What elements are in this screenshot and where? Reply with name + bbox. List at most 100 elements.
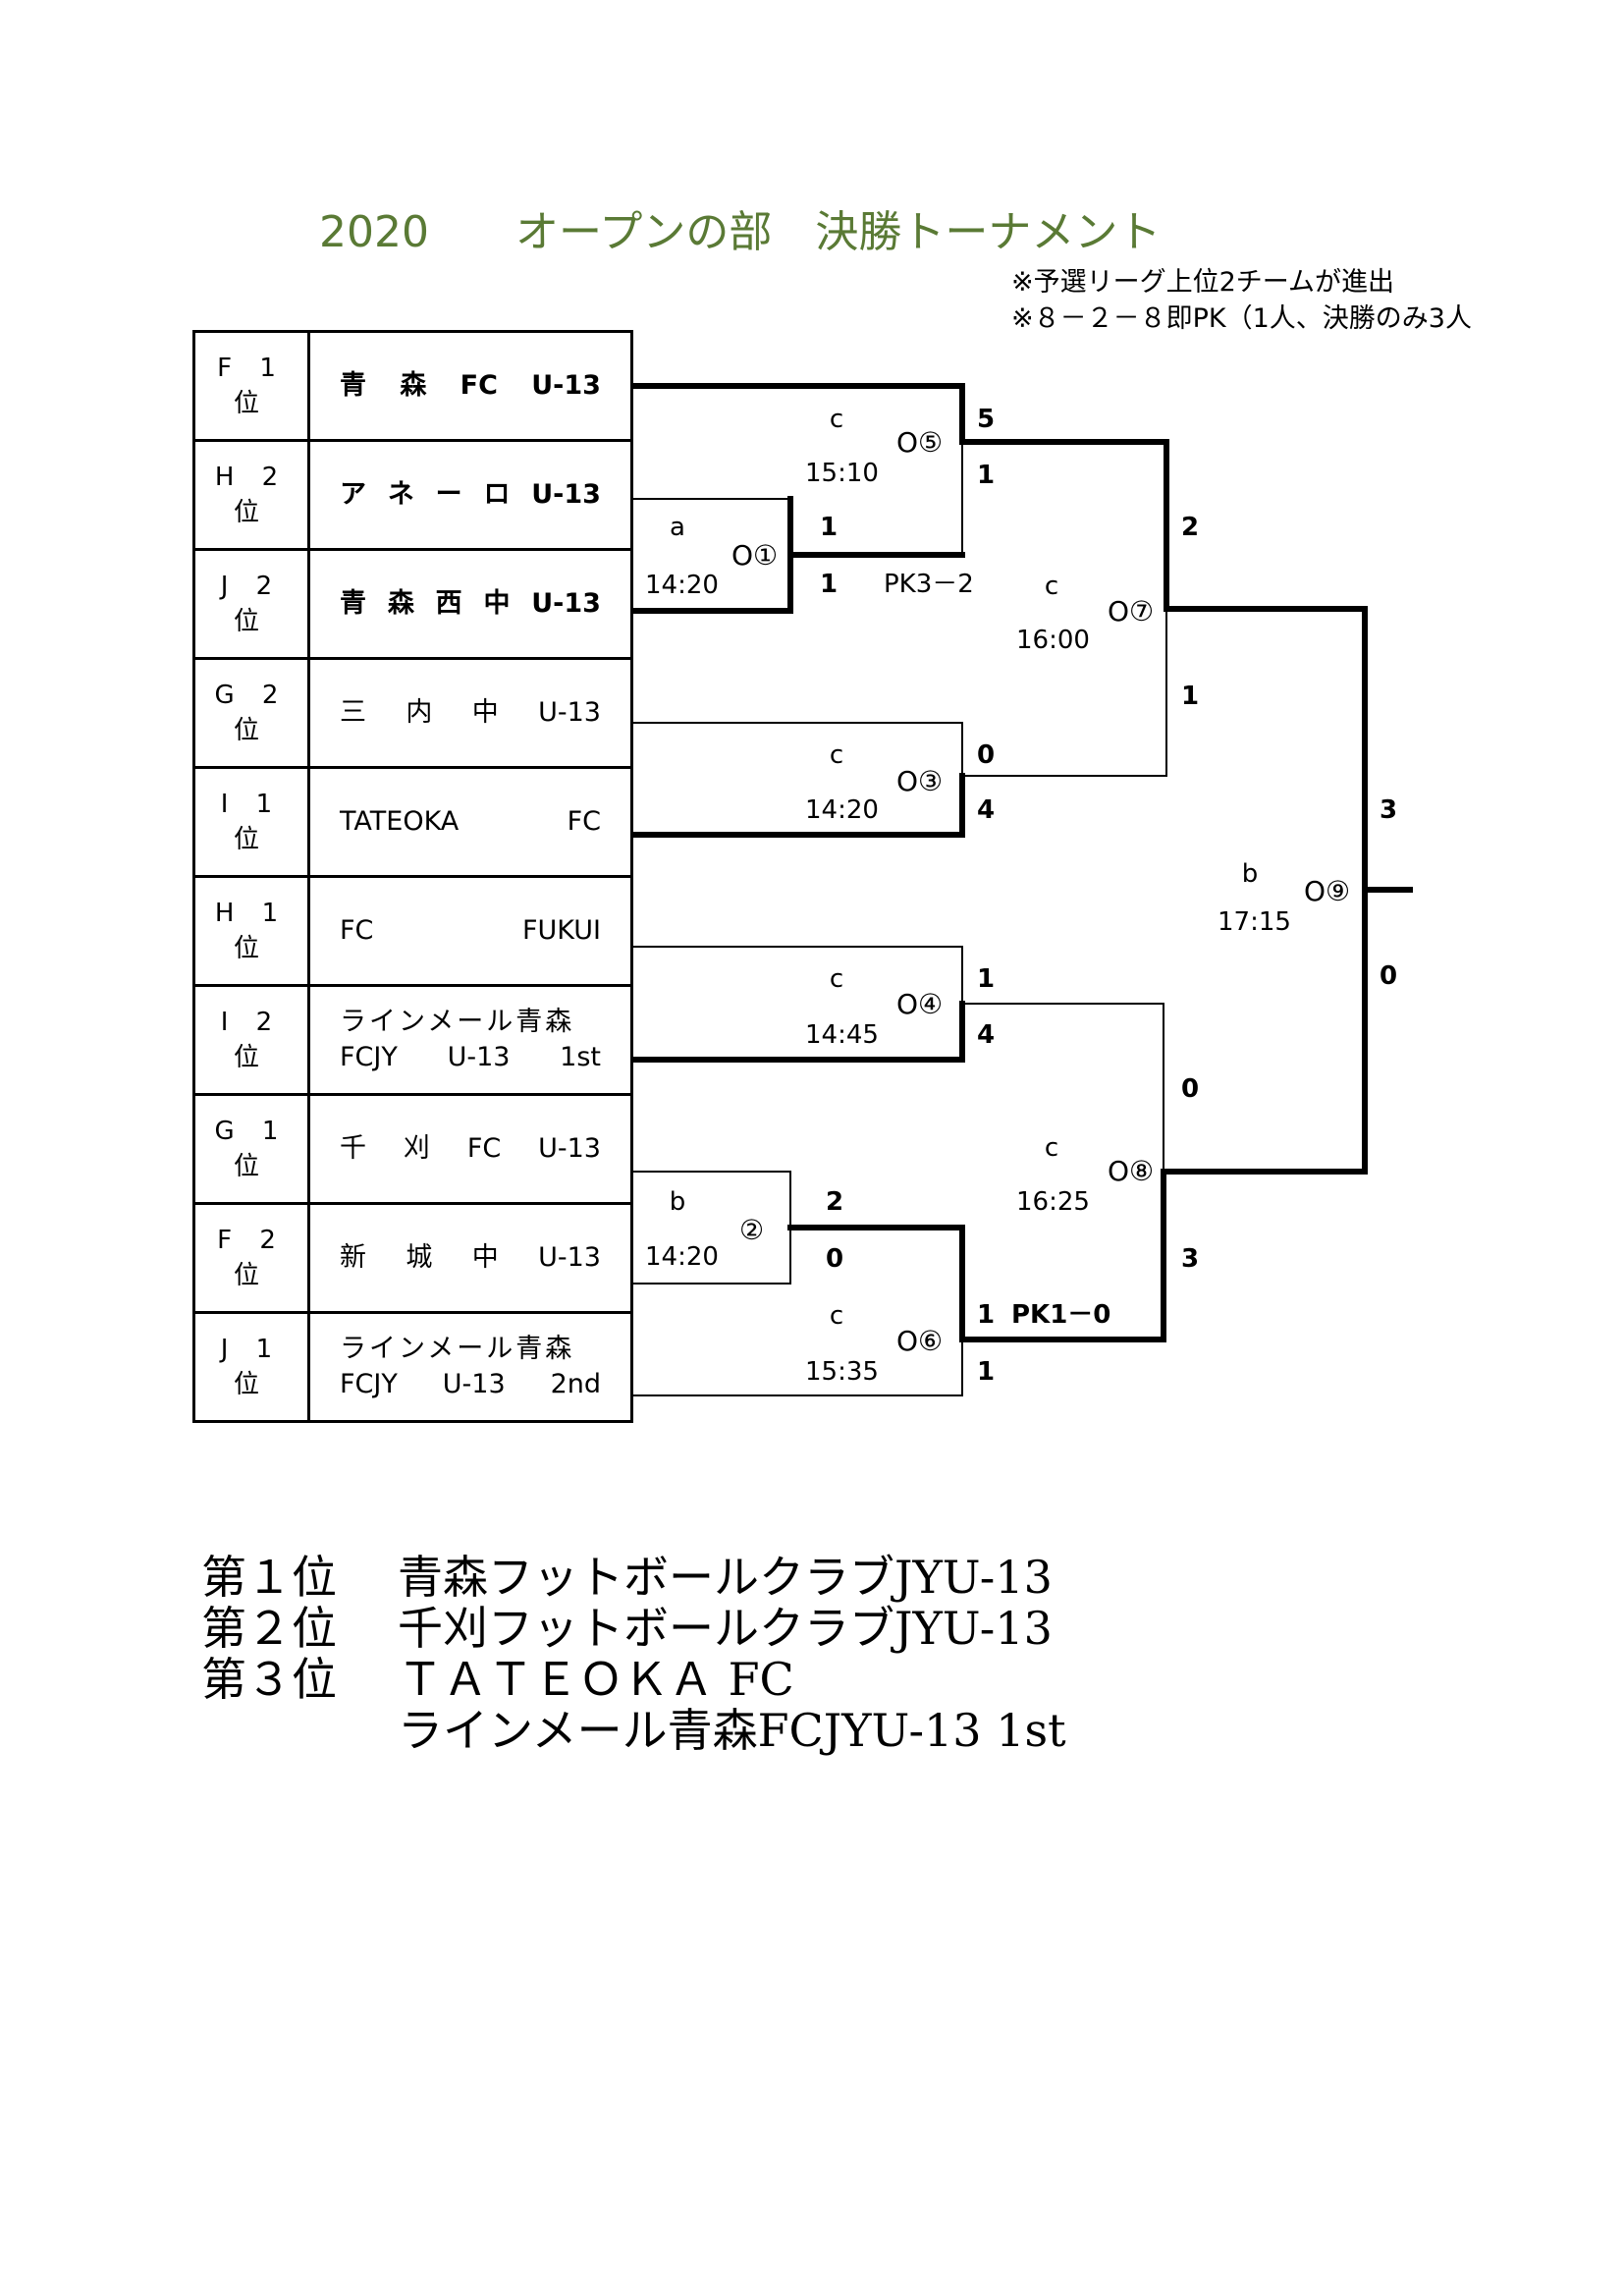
- match-pk-note: PK1－0: [1011, 1300, 1110, 1330]
- match-time: 17:15: [1218, 907, 1291, 937]
- team-name-token: FCJY: [340, 1042, 398, 1072]
- seed-team: 青 森 FC U-13: [307, 330, 633, 442]
- team-name-token: ー: [435, 479, 462, 510]
- team-name-token: 城: [406, 1242, 433, 1273]
- team-name-token: FC: [466, 1133, 502, 1164]
- page-title: 2020 オープンの部 決勝トーナメント: [319, 207, 1162, 257]
- match-court: c: [830, 964, 843, 994]
- note-rules: ※８－２－８即PK（1人、決勝のみ3人: [1011, 303, 1472, 334]
- result-place: [201, 1705, 398, 1756]
- team-name-token: FC: [340, 915, 374, 946]
- match-score-top: 2: [1181, 513, 1199, 542]
- seed-rank: J 1 位: [192, 1311, 310, 1423]
- result-team: 青森フットボールクラブJYU-13: [398, 1551, 1053, 1604]
- team-name-token: 青: [340, 588, 366, 619]
- result-place: 第３位: [201, 1653, 337, 1706]
- match-court: c: [1045, 1133, 1058, 1163]
- match-score-bottom: 3: [1181, 1244, 1199, 1274]
- team-name-token: 中: [471, 1242, 499, 1273]
- match-time: 16:00: [1016, 626, 1090, 655]
- match-score-top: 3: [1380, 795, 1397, 825]
- match-time: 15:10: [805, 459, 879, 488]
- team-name-line: FCJY U-13 2nd: [340, 1367, 601, 1402]
- team-name-token: U-13: [531, 370, 601, 401]
- team-name-token: 中: [471, 697, 499, 728]
- team-name-token: ラインメール青森: [340, 1334, 575, 1364]
- match-score-bottom: 1: [977, 1357, 995, 1387]
- seed-rank: H 1 位: [192, 875, 310, 987]
- team-name-token: U-13: [531, 479, 601, 510]
- team-name-token: 内: [406, 697, 433, 728]
- match-court: c: [830, 1301, 843, 1331]
- team-name-token: ラインメール青森: [340, 1007, 575, 1037]
- match-time: 14:20: [805, 795, 879, 825]
- match-number: O⑦: [1108, 595, 1154, 628]
- match-number: O④: [896, 988, 943, 1020]
- team-name-token: 刈: [403, 1133, 430, 1164]
- team-name-line: 青 森 FC U-13: [340, 368, 601, 404]
- team-name-line: FC FUKUI: [340, 913, 601, 949]
- match-number: O⑥: [896, 1325, 943, 1357]
- team-name-token: 2nd: [550, 1369, 601, 1399]
- team-name-token: U-13: [442, 1369, 506, 1399]
- team-name-token: 森: [387, 588, 414, 619]
- team-name-token: TATEOKA: [340, 806, 460, 837]
- match-score-top: 5: [977, 405, 995, 434]
- result-team: 千刈フットボールクラブJYU-13: [398, 1602, 1053, 1655]
- match-number: O⑧: [1108, 1155, 1154, 1187]
- seed-team: FC FUKUI: [307, 875, 633, 987]
- match-number: O⑨: [1304, 875, 1350, 907]
- team-name-token: FC: [460, 370, 498, 401]
- team-name-line: ラインメール青森: [340, 1005, 601, 1040]
- match-court: b: [670, 1187, 686, 1217]
- result-place: 第２位: [201, 1602, 337, 1655]
- team-name-token: FC: [567, 806, 601, 837]
- match-number: O⑤: [896, 426, 943, 459]
- result-row-3b: ラインメール青森FCJYU-13 1st: [201, 1705, 1066, 1756]
- result-place: 第１位: [201, 1551, 337, 1604]
- team-name-token: 森: [400, 370, 427, 401]
- seed-team: 千 刈 FC U-13: [307, 1093, 633, 1205]
- match-score-top: 1: [977, 1300, 995, 1330]
- match-score-top: 0: [977, 740, 995, 770]
- team-name-token: 青: [340, 370, 366, 401]
- match-time: 16:25: [1016, 1187, 1090, 1217]
- seed-rank: I 2 位: [192, 984, 310, 1096]
- team-name-line: 千 刈 FC U-13: [340, 1131, 601, 1167]
- match-number: ②: [739, 1214, 764, 1246]
- seed-rank: I 1 位: [192, 766, 310, 878]
- team-name-token: 中: [483, 588, 511, 619]
- seed-team: ラインメール青森 FCJY U-13 2nd: [307, 1311, 633, 1423]
- seed-rank: H 2 位: [192, 439, 310, 551]
- team-name-token: ネ: [387, 479, 414, 510]
- match-court: a: [670, 513, 685, 542]
- match-court: c: [1045, 572, 1058, 601]
- team-name-token: 千: [340, 1133, 366, 1164]
- team-name-line: ラインメール青森: [340, 1332, 601, 1367]
- result-row-2: 第２位 千刈フットボールクラブJYU-13: [201, 1603, 1066, 1654]
- seed-team: TATEOKA FC: [307, 766, 633, 878]
- match-score-bottom: 0: [1380, 961, 1397, 991]
- team-name-token: U-13: [538, 1242, 601, 1273]
- match-score-bottom: 1: [1181, 682, 1199, 711]
- seed-row: J 1 位ラインメール青森 FCJY U-13 2nd: [192, 1311, 633, 1423]
- team-name-token: FCJY: [340, 1369, 398, 1399]
- team-name-token: FUKUI: [522, 915, 601, 946]
- team-name-token: U-13: [538, 1133, 601, 1164]
- match-score-top: 1: [820, 513, 838, 542]
- match-number: O①: [731, 539, 778, 572]
- match-time: 14:20: [645, 571, 719, 600]
